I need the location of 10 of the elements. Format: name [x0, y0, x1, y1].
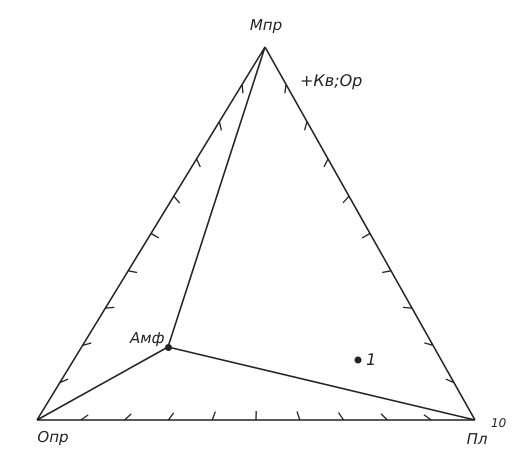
tie-line	[36, 46, 266, 420]
vertex-label: Амф	[130, 329, 172, 351]
point-number: 1	[366, 351, 376, 369]
tie-line	[264, 46, 476, 420]
phase-note: +Кв;Ор	[300, 72, 362, 90]
vertex-label: Опр	[33, 420, 73, 446]
page-number: 10	[491, 415, 506, 432]
vertex-label: Пл	[463, 420, 491, 448]
tie-line	[37, 419, 475, 421]
vertex-label: Мпр	[247, 16, 285, 47]
